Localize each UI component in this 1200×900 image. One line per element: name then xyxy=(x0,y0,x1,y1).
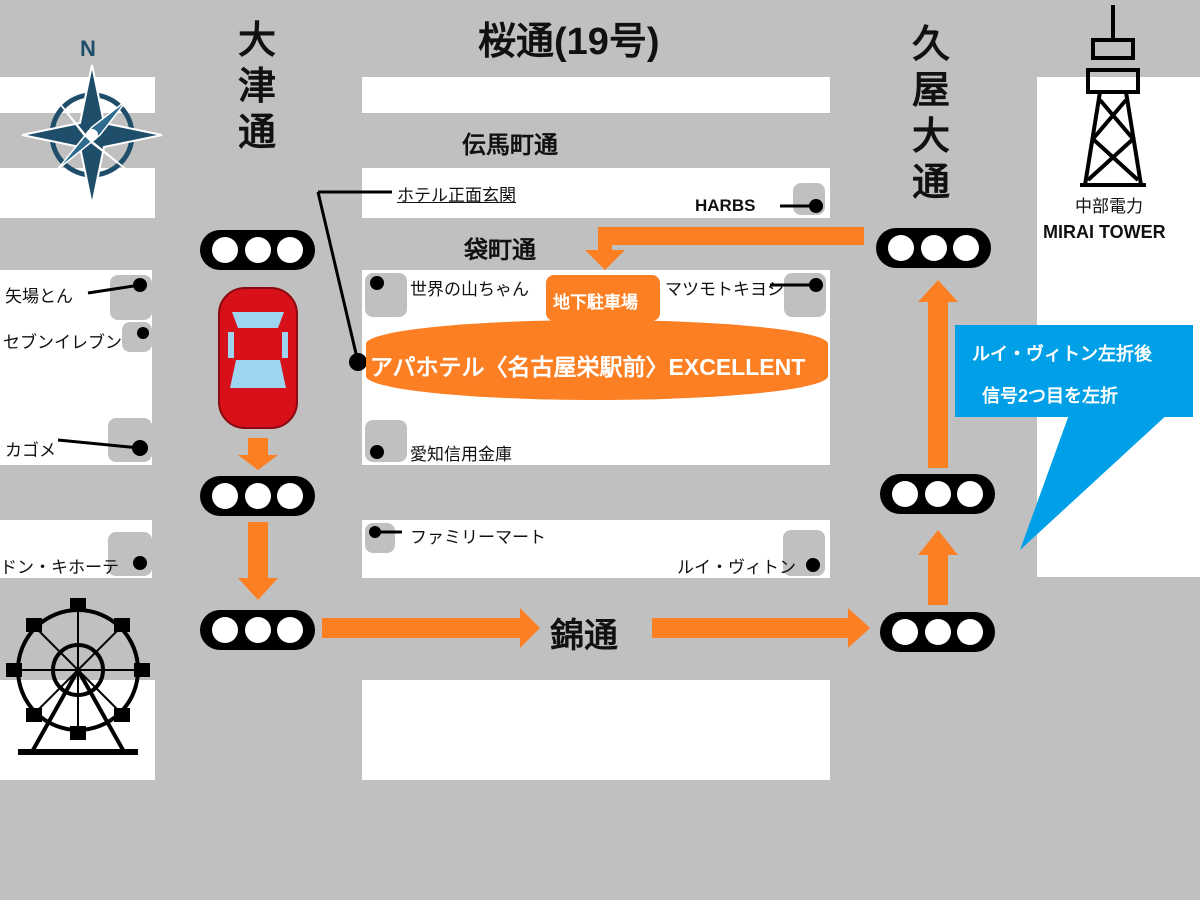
hotel-entrance-label: ホテル正面玄関 xyxy=(397,186,516,205)
car-icon xyxy=(218,287,298,429)
block xyxy=(362,680,830,780)
traffic-light-icon xyxy=(876,228,991,268)
road-nishiki-dori: 錦通 xyxy=(550,617,618,655)
direction-callout xyxy=(955,325,1193,417)
shop-marker xyxy=(108,418,152,462)
shop-seven-eleven: セブンイレブン xyxy=(3,333,122,352)
shop-aichi-shinkin: 愛知信用金庫 xyxy=(410,445,512,464)
callout-line-2: 信号2つ目を左折 xyxy=(982,386,1119,406)
shop-kagome: カゴメ xyxy=(5,441,56,460)
hotel-name: アパホテル〈名古屋栄駅前〉EXCELLENT xyxy=(370,354,806,380)
traffic-light-icon xyxy=(880,474,995,514)
block xyxy=(362,77,830,113)
traffic-light-icon xyxy=(200,230,315,270)
shop-louis-vuitton: ルイ・ヴィトン xyxy=(677,558,796,577)
block xyxy=(362,168,830,218)
traffic-light-icon xyxy=(200,610,315,650)
shop-marker xyxy=(365,523,395,553)
compass-icon xyxy=(21,64,163,206)
shop-familymart: ファミリーマート xyxy=(410,528,546,547)
parking-badge xyxy=(546,275,660,321)
hotel-marker[interactable] xyxy=(366,320,828,400)
road-otsu-dori: 大津通 xyxy=(237,20,276,154)
road-tenmacho-dori: 伝馬町通 xyxy=(462,132,558,159)
parking-label: 地下駐車場 xyxy=(553,293,638,312)
block xyxy=(0,77,155,113)
road-fukuromachi-dori: 袋町通 xyxy=(464,237,536,264)
shop-yabaton: 矢場とん xyxy=(5,287,73,306)
shop-matsumoto-kiyoshi: マツモトキヨシ xyxy=(665,280,784,299)
callout-line-1: ルイ・ヴィトン左折後 xyxy=(972,344,1152,364)
traffic-light-icon xyxy=(880,612,995,652)
traffic-light-icon xyxy=(200,476,315,516)
shop-don-quijote: ドン・キホーテ xyxy=(0,558,119,577)
shop-harbs: HARBS xyxy=(695,196,756,215)
tower-label-chubu: 中部電力 xyxy=(1075,197,1143,216)
tower-icon xyxy=(1080,5,1146,187)
ferris-wheel-icon xyxy=(6,598,150,755)
route-arrows xyxy=(238,227,958,648)
road-sakura-dori: 桜通(19号) xyxy=(478,21,660,63)
block xyxy=(362,520,830,578)
shop-yamachan: 世界の山ちゃん xyxy=(410,280,529,299)
block xyxy=(0,168,155,218)
road-hisaya-odori: 久屋大通 xyxy=(911,24,950,204)
compass-north-label: N xyxy=(80,36,96,61)
tower-label-mirai: MIRAI TOWER xyxy=(1043,222,1166,242)
shop-marker xyxy=(108,532,152,576)
